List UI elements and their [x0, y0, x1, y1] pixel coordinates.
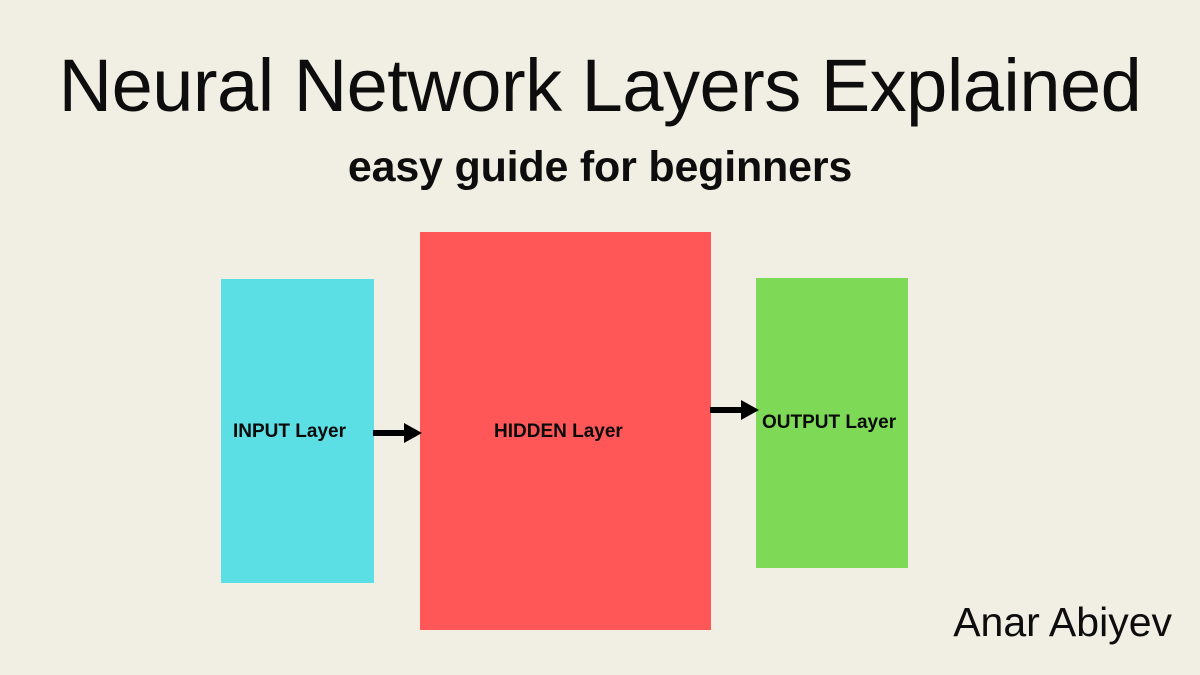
output-layer-box: [756, 278, 908, 568]
hidden-layer-box: [420, 232, 711, 630]
arrow-right-icon-input-to-hidden: [373, 419, 423, 447]
input-layer-box: [221, 279, 374, 583]
input-layer-label: INPUT Layer: [233, 421, 346, 442]
page-title: Neural Network Layers Explained: [58, 44, 1142, 127]
page-subtitle: easy guide for beginners: [347, 143, 853, 191]
hidden-layer-label: HIDDEN Layer: [494, 421, 623, 442]
output-layer-label: OUTPUT Layer: [762, 412, 897, 433]
author-signature: Anar Abiyev: [953, 599, 1172, 645]
arrow-right-icon-hidden-to-output: [710, 396, 760, 424]
